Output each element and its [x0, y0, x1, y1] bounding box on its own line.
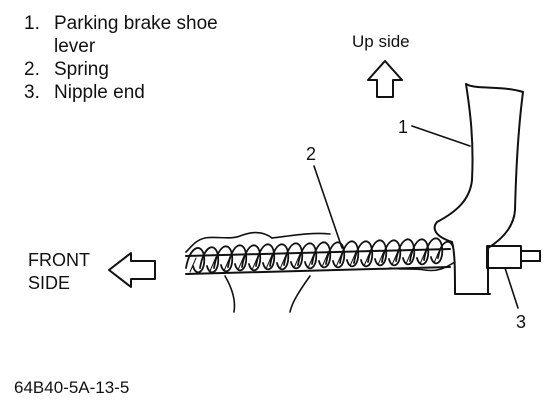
- spring-coils: [185, 237, 454, 274]
- legend-number: 1.: [24, 13, 40, 34]
- spring-shaft-hatching: [189, 248, 441, 273]
- legend-text: Parking brake shoe: [54, 13, 218, 34]
- nipple-end: [486, 245, 541, 269]
- callout-2: 2: [306, 144, 317, 164]
- leader-1: [411, 125, 471, 147]
- parking-brake-shoe-lever: [433, 83, 524, 295]
- up-arrow-icon: [367, 60, 403, 98]
- legend-text: Spring: [54, 59, 109, 80]
- legend-number: 3.: [24, 82, 40, 103]
- callout-1: 1: [398, 117, 409, 137]
- legend-item-3: 3. Nipple end: [24, 81, 218, 104]
- leader-3: [504, 267, 519, 309]
- front-side-label-line2: SIDE: [28, 273, 71, 293]
- legend-item-1-continuation: lever: [54, 36, 96, 57]
- leader-2: [313, 165, 343, 249]
- front-arrow-icon: [108, 252, 156, 288]
- callout-3: 3: [516, 312, 527, 332]
- legend-text: Nipple end: [54, 82, 145, 103]
- legend: 1. Parking brake shoe lever 2. Spring 3.…: [24, 12, 218, 104]
- figure-code: 64B40-5A-13-5: [14, 378, 130, 397]
- callout-leaders: [313, 125, 519, 309]
- backing-plate-outline: [185, 231, 456, 313]
- legend-item-1: 1. Parking brake shoe: [24, 12, 218, 35]
- legend-number: 2.: [24, 59, 40, 80]
- up-side-label: Up side: [352, 32, 410, 51]
- spring-shaft: [185, 248, 451, 275]
- front-side-label-line1: FRONT: [28, 250, 90, 270]
- legend-item-2: 2. Spring: [24, 58, 218, 81]
